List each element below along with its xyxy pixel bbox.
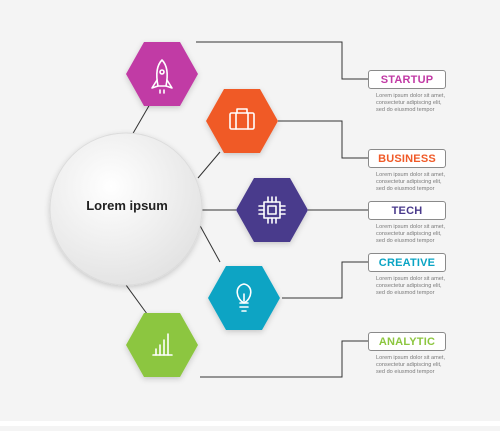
- card-creative: CREATIVE Lorem ipsum dolor sit amet, con…: [368, 253, 446, 296]
- label-business: BUSINESS: [368, 149, 446, 168]
- description-analytic: Lorem ipsum dolor sit amet, consectetur …: [368, 355, 446, 375]
- description-line: Lorem ipsum dolor sit amet,: [376, 355, 446, 361]
- description-line: sed do eiusmod tempor: [376, 289, 435, 296]
- description-business: Lorem ipsum dolor sit amet, consectetur …: [368, 172, 446, 192]
- connector-creative: [282, 261, 368, 299]
- card-analytic: ANALYTIC Lorem ipsum dolor sit amet, con…: [368, 332, 446, 375]
- connector-startup: [196, 41, 368, 80]
- connector-lines: [125, 41, 368, 378]
- hexagon-tech: [236, 178, 308, 242]
- description-startup: Lorem ipsum dolor sit amet, consectetur …: [368, 93, 446, 113]
- description-line: consectetur adipiscing elit,: [376, 178, 442, 185]
- hexagon-analytic: [126, 313, 198, 377]
- lightbulb-icon: [236, 283, 252, 312]
- hexagon-business: [206, 89, 278, 153]
- bottom-bar: [0, 421, 500, 426]
- description-line: Lorem ipsum dolor sit amet,: [376, 93, 446, 99]
- description-line: consectetur adipiscing elit,: [376, 99, 442, 106]
- description-line: consectetur adipiscing elit,: [376, 282, 442, 289]
- description-line: sed do eiusmod tempor: [376, 368, 435, 375]
- description-line: consectetur adipiscing elit,: [376, 361, 442, 368]
- center-circle: [49, 132, 203, 286]
- rocket-icon: [151, 59, 173, 94]
- description-line: consectetur adipiscing elit,: [376, 230, 442, 237]
- description-line: sed do eiusmod tempor: [376, 106, 435, 113]
- description-line: sed do eiusmod tempor: [376, 237, 435, 244]
- chip-icon: [258, 196, 286, 224]
- card-startup: STARTUP Lorem ipsum dolor sit amet, cons…: [368, 70, 446, 113]
- label-tech: TECH: [368, 201, 446, 220]
- description-line: sed do eiusmod tempor: [376, 185, 435, 192]
- card-business: BUSINESS Lorem ipsum dolor sit amet, con…: [368, 149, 446, 192]
- description-line: Lorem ipsum dolor sit amet,: [376, 224, 446, 230]
- briefcase-icon: [229, 108, 255, 130]
- center-title: Lorem ipsum: [86, 198, 168, 213]
- label-analytic: ANALYTIC: [368, 332, 446, 351]
- description-line: Lorem ipsum dolor sit amet,: [376, 172, 446, 178]
- description-creative: Lorem ipsum dolor sit amet, consectetur …: [368, 276, 446, 296]
- connector-business: [278, 120, 368, 159]
- bar-chart-icon: [152, 333, 173, 356]
- description-line: Lorem ipsum dolor sit amet,: [376, 276, 446, 282]
- connector-analytic: [200, 340, 368, 378]
- description-tech: Lorem ipsum dolor sit amet, consectetur …: [368, 224, 446, 244]
- label-creative: CREATIVE: [368, 253, 446, 272]
- card-tech: TECH Lorem ipsum dolor sit amet, consect…: [368, 201, 446, 244]
- label-startup: STARTUP: [368, 70, 446, 89]
